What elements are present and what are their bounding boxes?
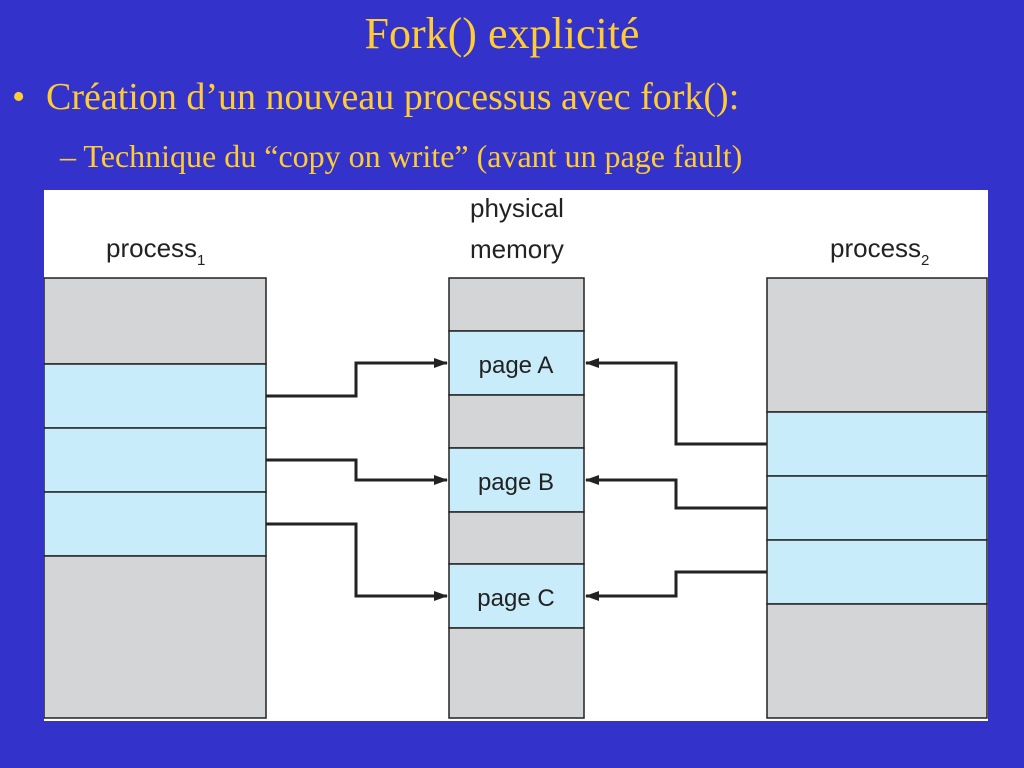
process1-label: process1 bbox=[106, 233, 205, 269]
process2-arrows bbox=[585, 358, 767, 601]
page-a-label: page A bbox=[479, 352, 554, 379]
page-c-label: page C bbox=[477, 585, 554, 612]
process1-block-page-a bbox=[44, 363, 267, 429]
memory-frame-gray-3 bbox=[448, 511, 585, 565]
memory-frame-page-b bbox=[448, 447, 585, 513]
copy-on-write-diagram: process1 physical memory process2 page A… bbox=[44, 190, 988, 721]
process1-column bbox=[44, 277, 267, 719]
arrow-p1-to-page-c bbox=[266, 522, 448, 601]
process1-arrows bbox=[266, 358, 448, 601]
arrow-p2-to-page-c bbox=[585, 570, 767, 601]
arrow-p1-to-page-a bbox=[266, 358, 448, 398]
slide-title: Fork() explicité bbox=[364, 9, 640, 58]
process1-block-page-b bbox=[44, 427, 267, 493]
process2-block-gray-bottom bbox=[766, 603, 988, 719]
arrow-p2-to-page-b bbox=[585, 475, 767, 510]
process2-column bbox=[766, 277, 988, 719]
arrow-p1-to-page-b bbox=[266, 458, 448, 485]
memory-frame-page-c bbox=[448, 563, 585, 629]
diagram-svg: process1 physical memory process2 page A… bbox=[44, 193, 988, 719]
sub-bullet: – Technique du “copy on write” (avant un… bbox=[60, 138, 743, 174]
memory-frame-page-a bbox=[448, 330, 585, 396]
bullet-text: Création d’un nouveau processus avec for… bbox=[46, 76, 740, 118]
physical-memory-label-line1: physical bbox=[470, 193, 564, 223]
process1-block-gray-top bbox=[44, 277, 267, 365]
physical-memory-column: page A page B page C bbox=[448, 277, 585, 719]
bullet-marker: • bbox=[12, 76, 26, 118]
arrow-p2-to-page-a bbox=[585, 358, 767, 446]
process2-block-page-c bbox=[766, 539, 988, 605]
process2-block-page-b bbox=[766, 475, 988, 541]
physical-memory-label-line2: memory bbox=[470, 234, 564, 264]
process1-block-gray-bottom bbox=[44, 555, 267, 719]
page-b-label: page B bbox=[478, 469, 554, 496]
bullet-point: • Création d’un nouveau processus avec fo… bbox=[12, 74, 739, 120]
memory-frame-gray-4 bbox=[448, 627, 585, 719]
memory-frame-gray-2 bbox=[448, 394, 585, 449]
process2-block-page-a bbox=[766, 411, 988, 477]
process2-label: process2 bbox=[830, 233, 929, 269]
process1-block-page-c bbox=[44, 491, 267, 557]
memory-frame-gray-1 bbox=[448, 277, 585, 332]
process2-block-gray-top bbox=[766, 277, 988, 413]
